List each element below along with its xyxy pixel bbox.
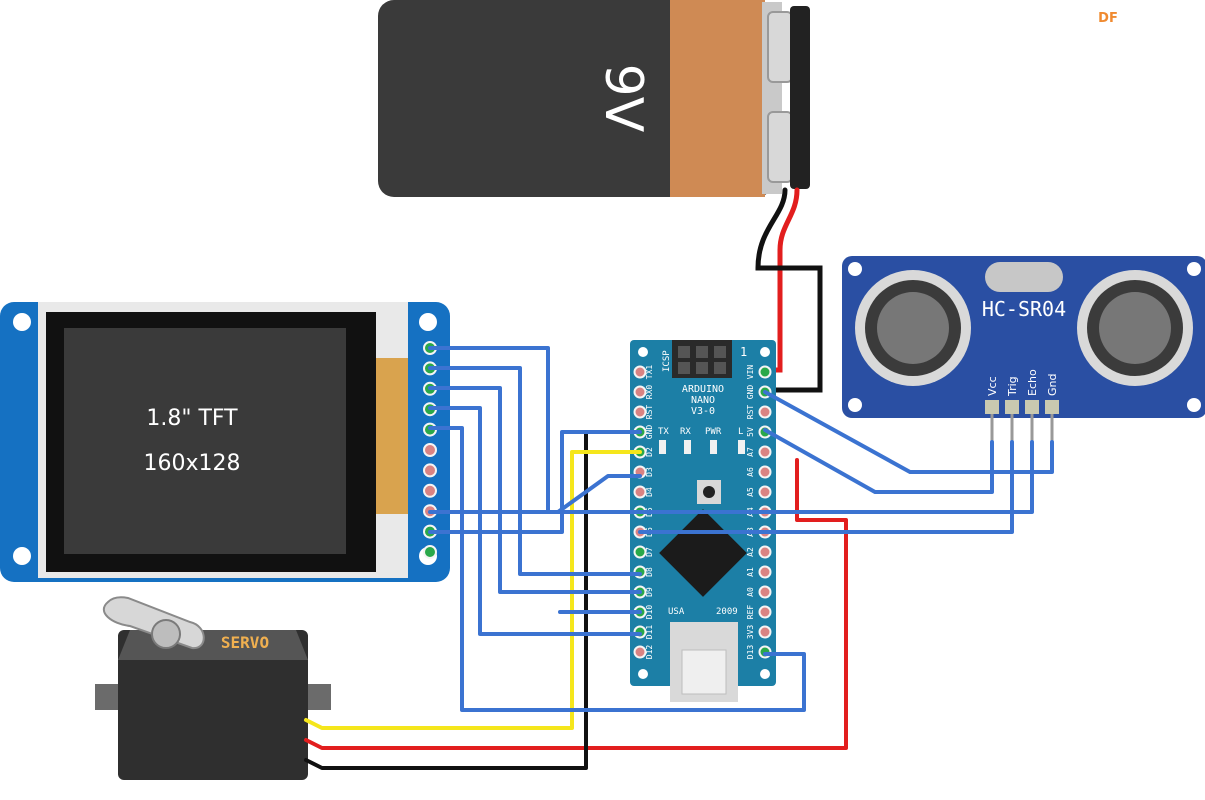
watermark: DF (1098, 11, 1118, 26)
nano-pin (758, 365, 772, 379)
nano-pin (633, 385, 647, 399)
nano-pin (758, 545, 772, 559)
nano-pin (633, 365, 647, 379)
nano-pin-label: RST (645, 405, 654, 420)
nano-pin-label: RST (746, 405, 755, 420)
nano-pin-label: D12 (645, 645, 654, 660)
nano-led-l: L (738, 427, 743, 437)
nano-year: 2009 (716, 607, 738, 617)
nano-pin (633, 405, 647, 419)
nano-pin1-mark: 1 (740, 345, 747, 359)
servo-motor: SERVO (95, 596, 331, 780)
sensor-pin-trig: Trig (1006, 376, 1019, 397)
nano-pin-label: VIN (746, 365, 755, 380)
nano-pin (633, 485, 647, 499)
tft-pin (423, 545, 437, 559)
nano-icsp: ICSP (662, 350, 672, 372)
nano-pin-label: RX0 (645, 385, 654, 400)
tft-pin (423, 443, 437, 457)
nano-pin-label: D10 (645, 605, 654, 620)
tft-label-line1: 1.8" TFT (146, 406, 238, 431)
servo-label: SERVO (221, 633, 269, 652)
nano-pin (633, 545, 647, 559)
nano-pin (758, 565, 772, 579)
sensor-pin-gnd: Gnd (1046, 374, 1059, 396)
nano-title-3: V3-0 (691, 406, 715, 417)
tft-label-line2: 160x128 (143, 451, 240, 476)
nano-pin-label: REF (746, 605, 755, 620)
nano-pin-label: A0 (746, 587, 755, 597)
tft-display: 1.8" TFT 160x128 (0, 302, 450, 582)
nano-pin (758, 625, 772, 639)
nano-pin-label: TX1 (645, 365, 654, 380)
nano-led-pwr: PWR (705, 427, 722, 437)
nano-pin-label: A6 (746, 467, 755, 477)
tft-pin (423, 463, 437, 478)
battery-9v: 9V (378, 0, 810, 197)
nano-pin (758, 465, 772, 479)
nano-pin-label: A5 (746, 487, 755, 497)
nano-pin-label: D9 (645, 587, 654, 597)
wires (304, 346, 1054, 770)
nano-pin-label: A2 (746, 547, 755, 557)
nano-title-2: NANO (691, 395, 715, 406)
nano-pin (633, 645, 647, 659)
nano-pin-label: D7 (645, 547, 654, 557)
nano-pin-label: D4 (645, 487, 654, 497)
nano-title-1: ARDUINO (682, 384, 724, 395)
nano-pin-label: D2 (645, 447, 654, 457)
nano-pin-label: GND (746, 385, 755, 400)
nano-pin (758, 485, 772, 499)
nano-pin (758, 585, 772, 599)
tft-pin (423, 483, 437, 498)
sensor-pin-echo: Echo (1026, 369, 1039, 396)
nano-pin-label: GND (645, 425, 654, 440)
nano-pin-label: D11 (645, 625, 654, 640)
battery-leads (755, 187, 823, 393)
nano-pin-label: 3V3 (746, 625, 755, 640)
nano-pin (758, 405, 772, 419)
nano-pin-label: A1 (746, 567, 755, 577)
hc-sr04-sensor: HC-SR04 Vcc Trig Echo Gnd (842, 256, 1205, 442)
sensor-pin-vcc: Vcc (986, 376, 999, 396)
nano-led-rx: RX (680, 427, 691, 437)
nano-usa: USA (668, 607, 685, 617)
nano-pin-label: D3 (645, 467, 654, 477)
nano-pin-label: D8 (645, 567, 654, 577)
nano-pin-label: D13 (746, 645, 755, 660)
nano-pin-label: A7 (746, 447, 755, 457)
nano-pin-label: 5V (746, 427, 755, 437)
nano-led-tx: TX (658, 427, 669, 437)
sensor-name: HC-SR04 (982, 297, 1066, 321)
nano-pin (758, 605, 772, 619)
battery-label: 9V (593, 64, 653, 133)
nano-pin (758, 445, 772, 459)
